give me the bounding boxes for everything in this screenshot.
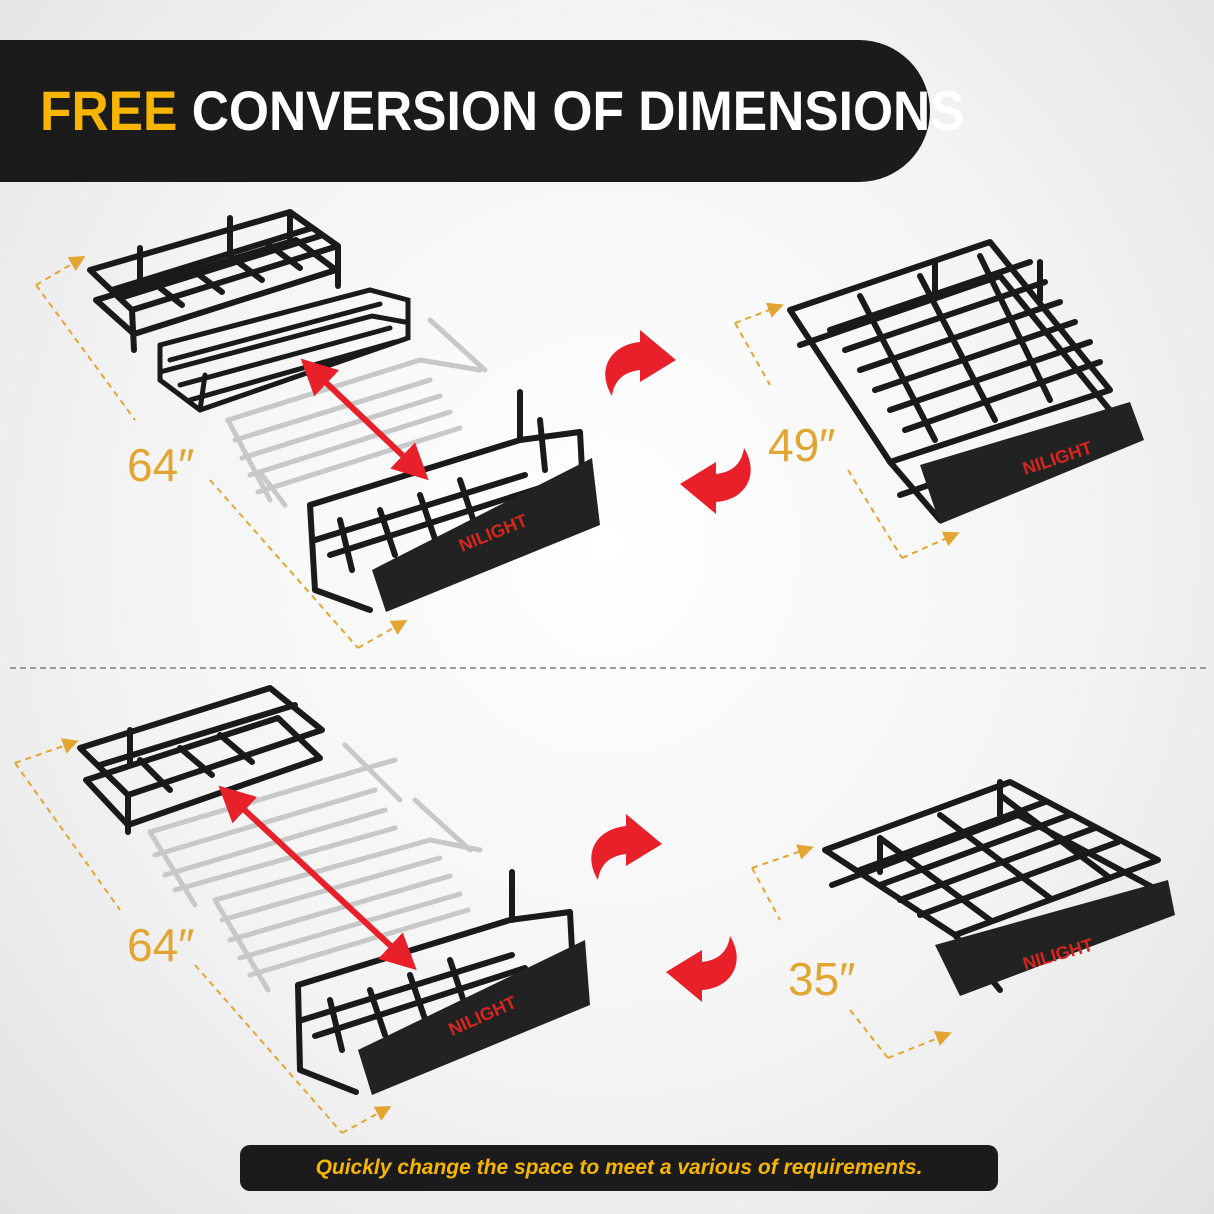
footer-caption: Quickly change the space to meet a vario… [315, 1156, 923, 1179]
curved-arrow-icon [666, 936, 737, 1002]
cargo-basket-icon [87, 209, 341, 353]
fairing-panel [358, 940, 590, 1095]
section-divider [10, 667, 1206, 669]
title-accent-word: FREE [40, 79, 178, 142]
compact-length-label-top: 49″ [768, 419, 836, 471]
compact-length-label-bottom: 35″ [788, 953, 856, 1005]
dimension-line-bottom-right [751, 844, 952, 1059]
title-rest: CONVERSION OF DIMENSIONS [191, 79, 965, 142]
expanded-length-label-top: 64″ [127, 439, 195, 491]
dimension-line-top-right [734, 302, 960, 559]
cargo-basket-icon [77, 685, 325, 835]
page-title: FREE CONVERSION OF DIMENSIONS [40, 40, 965, 182]
fairing-panel [935, 880, 1175, 996]
double-headed-arrow-icon [218, 785, 417, 971]
double-headed-arrow-icon [300, 358, 429, 481]
curved-arrow-icon [591, 814, 662, 880]
curved-arrow-icon [680, 448, 751, 514]
fairing-panel [372, 458, 600, 612]
dimension-line-top-left [35, 255, 408, 649]
ghost-rack-section [147, 742, 483, 993]
cargo-basket-icon [157, 287, 411, 413]
dimension-line-bottom-left [14, 738, 392, 1134]
footer-caption-bar: Quickly change the space to meet a vario… [240, 1145, 998, 1191]
curved-arrow-icon [605, 330, 676, 396]
header-banner: FREE CONVERSION OF DIMENSIONS [0, 40, 965, 182]
expanded-length-label-bottom: 64″ [127, 919, 195, 971]
fairing-panel [920, 402, 1144, 524]
